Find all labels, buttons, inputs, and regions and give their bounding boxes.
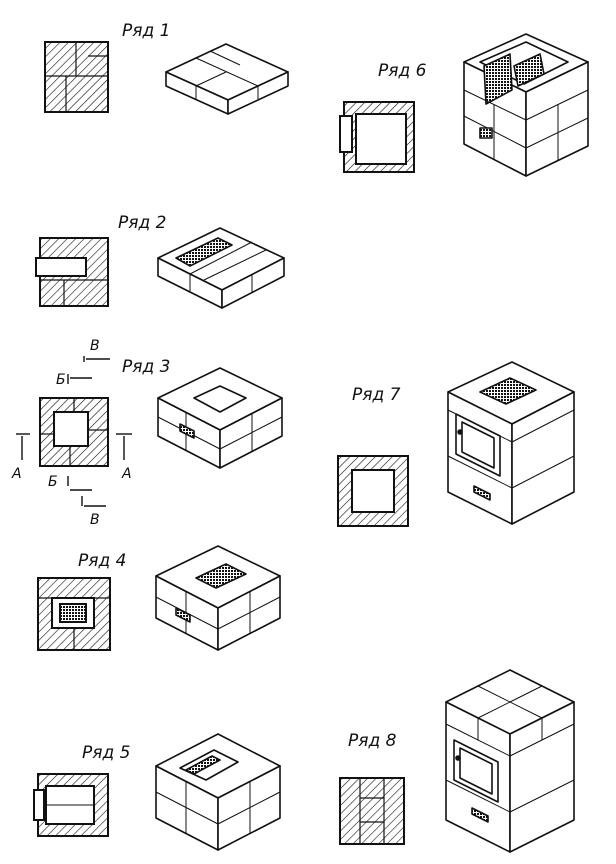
row-7-label: Ряд 7 [352, 385, 401, 405]
row-1-plan [44, 41, 109, 113]
section-mark-b-bottom: Б [48, 474, 58, 490]
row-6-label: Ряд 6 [378, 61, 427, 81]
row-1-isometric [165, 43, 289, 115]
row-4-plan [37, 577, 111, 651]
row-5: Ряд 5 [33, 733, 281, 851]
row-2-isometric [157, 227, 285, 309]
row-1-label: Ряд 1 [122, 21, 170, 41]
row-3-label: Ряд 3 [122, 357, 170, 377]
section-mark-v-top: В [90, 338, 100, 354]
row-2: Ряд 2 [35, 213, 285, 309]
section-mark-a-right: А [121, 466, 132, 482]
row-8-label: Ряд 8 [348, 731, 397, 751]
row-8-isometric [445, 669, 575, 853]
row-6: Ряд 6 [339, 33, 589, 177]
row-5-isometric [155, 733, 281, 851]
row-8-plan [339, 777, 405, 845]
row-6-plan [339, 101, 415, 173]
row-5-plan [33, 773, 109, 837]
row-3: Ряд 3 В Б А А Б В [11, 338, 283, 528]
section-mark-b-top: Б [56, 372, 66, 388]
row-5-label: Ряд 5 [82, 743, 130, 763]
section-mark-a-left: А [11, 466, 22, 482]
row-2-plan [35, 237, 109, 307]
row-6-isometric [463, 33, 589, 177]
row-7-isometric [447, 361, 575, 525]
row-7: Ряд 7 [337, 361, 575, 527]
row-3-isometric [157, 367, 283, 469]
section-marks-row-3: В Б А А Б В [11, 338, 132, 528]
row-1: Ряд 1 [44, 21, 289, 115]
row-4: Ряд 4 [37, 545, 281, 651]
row-4-isometric [155, 545, 281, 651]
row-3-plan [39, 397, 109, 467]
row-4-label: Ряд 4 [78, 551, 126, 571]
section-mark-v-bottom: В [90, 512, 100, 528]
row-2-label: Ряд 2 [118, 213, 166, 233]
row-8: Ряд 8 [339, 669, 575, 853]
row-7-plan [337, 455, 409, 527]
